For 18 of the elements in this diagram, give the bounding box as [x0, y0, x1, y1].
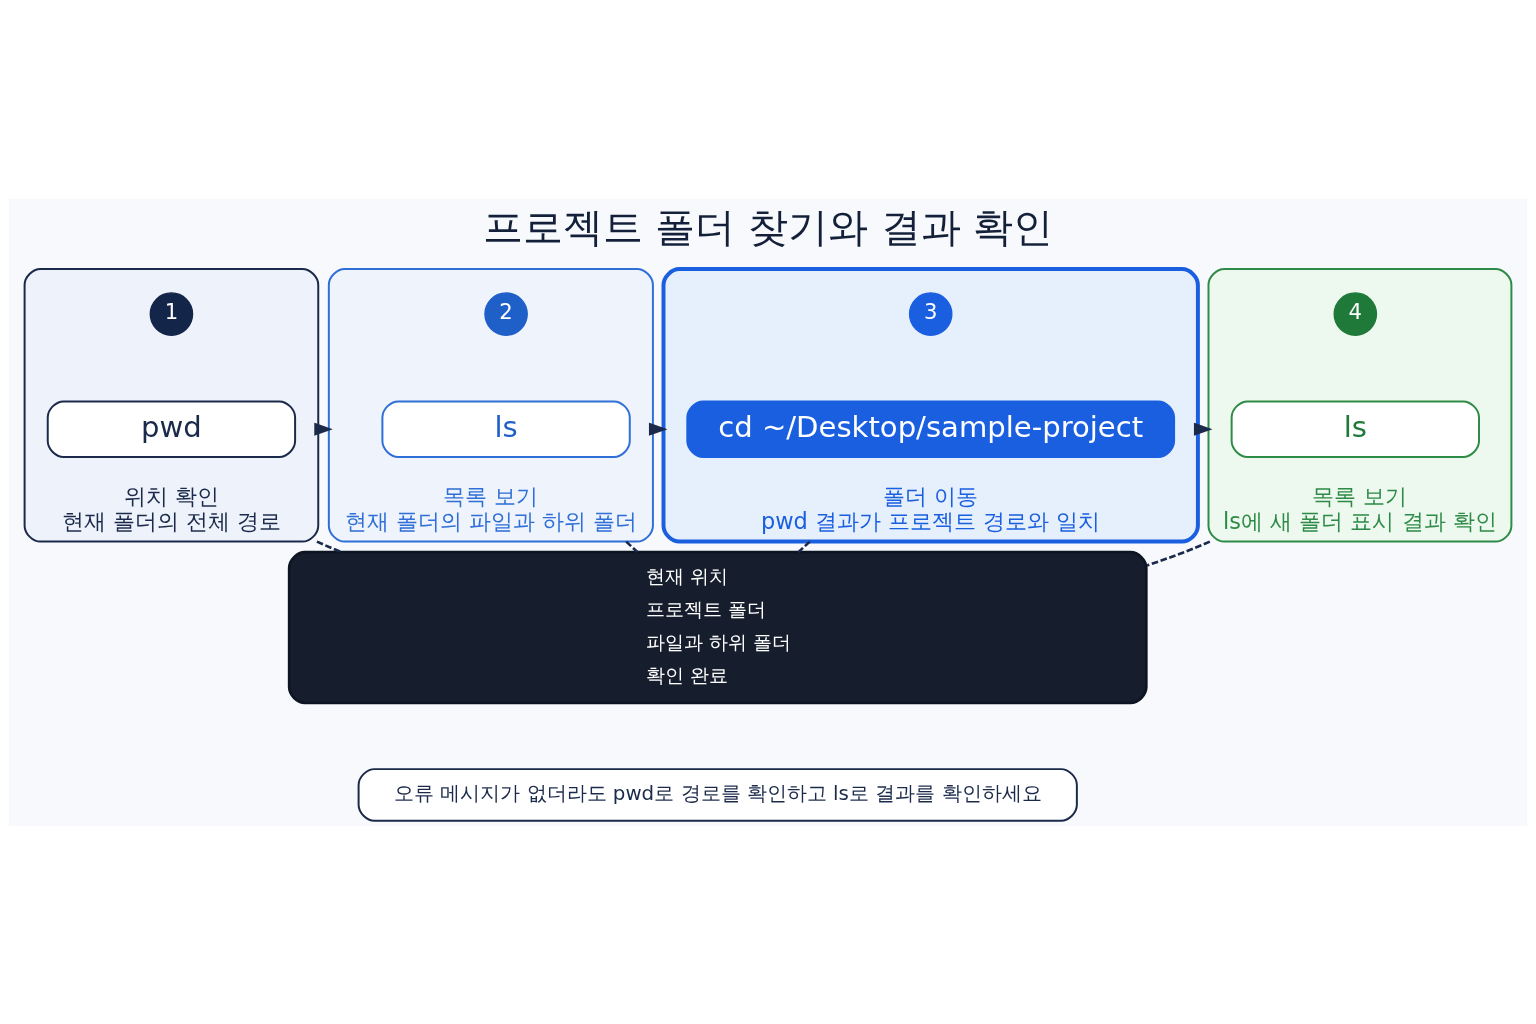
arrow	[648, 422, 668, 436]
node-box: ls	[1230, 399, 1480, 458]
arrow	[1193, 422, 1213, 436]
node-box: ls	[381, 399, 631, 458]
node-box: 현재 위치 프로젝트 폴더 파일과 하위 폴더 확인 완료	[287, 550, 1148, 704]
node-box: cd ~/Desktop/sample-project	[686, 399, 1176, 458]
arrow	[314, 422, 333, 436]
connector	[1146, 539, 1211, 567]
connector	[797, 540, 811, 553]
connector	[625, 540, 639, 553]
node-circle: 3	[908, 291, 953, 336]
node-box: 오류 메시지가 없더라도 pwd로 경로를 확인하고 ls로 결과를 확인하세요	[357, 767, 1078, 822]
connector	[316, 539, 342, 553]
node-circle: 1	[149, 291, 194, 336]
diagram-title: 프로젝트 폴더 찾기와 결과 확인	[482, 203, 1054, 250]
node-box: pwd	[46, 399, 297, 458]
node-circle: 2	[484, 291, 528, 336]
node-circle: 4	[1333, 291, 1378, 336]
